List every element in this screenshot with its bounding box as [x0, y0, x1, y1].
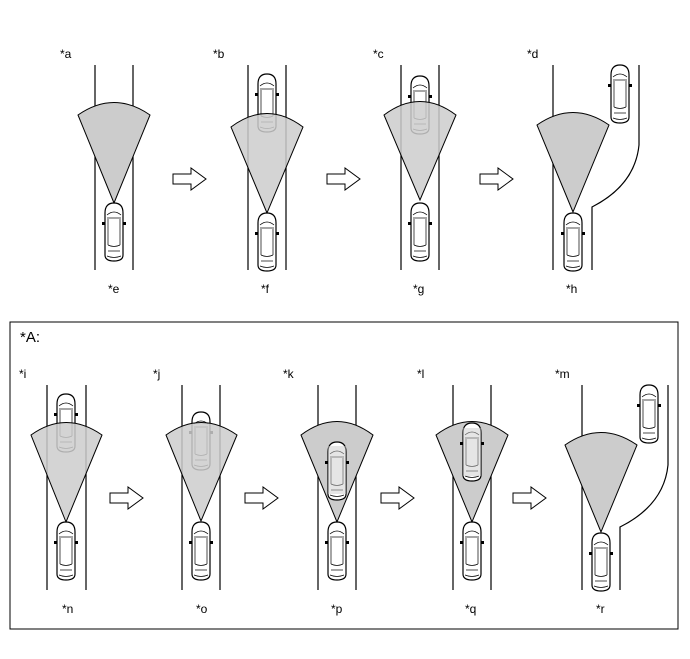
- arrow-right-icon: [244, 486, 279, 510]
- preceding-vehicle-icon: [607, 64, 633, 124]
- own-vehicle-icon: [407, 202, 433, 262]
- detection-sector: [77, 102, 151, 205]
- panel-label: *i: [19, 367, 27, 381]
- panel-caption: *h: [566, 282, 578, 296]
- own-vehicle-icon: [459, 521, 485, 581]
- panel-label: *m: [555, 367, 570, 381]
- detection-sector: [30, 422, 103, 524]
- own-vehicle-icon: [188, 521, 214, 581]
- panel-i: [30, 385, 103, 590]
- detection-sector: [564, 432, 638, 534]
- panel-a: [77, 65, 151, 270]
- panel-k: [300, 385, 374, 590]
- arrow-right-icon: [380, 486, 415, 510]
- panel-caption: *q: [465, 602, 477, 616]
- panel-l: [435, 385, 509, 590]
- box-title: *A:: [20, 329, 41, 346]
- panel-b: [230, 65, 304, 272]
- panel-label: *a: [60, 47, 72, 61]
- panel-label: *j: [153, 367, 161, 381]
- own-vehicle-icon: [101, 202, 127, 262]
- own-vehicle-icon: [588, 532, 614, 592]
- detection-sector: [383, 101, 457, 202]
- panel-label: *b: [213, 47, 225, 61]
- panel-caption: *r: [596, 602, 605, 616]
- detection-sector: [230, 113, 304, 215]
- panel-label: *l: [417, 367, 425, 381]
- arrow-right-icon: [109, 486, 144, 510]
- panel-label: *k: [283, 367, 294, 381]
- detection-sector: [536, 112, 610, 214]
- arrow-right-icon: [512, 486, 547, 510]
- own-vehicle-icon: [254, 212, 280, 272]
- own-vehicle-icon: [324, 521, 350, 581]
- panel-caption: *p: [331, 602, 343, 616]
- own-vehicle-icon: [53, 521, 79, 581]
- panel-d: [536, 64, 640, 272]
- arrow-right-icon: [172, 167, 207, 191]
- panel-caption: *o: [196, 602, 208, 616]
- panel-label: *d: [527, 47, 539, 61]
- arrow-right-icon: [479, 167, 514, 191]
- panel-j: [165, 385, 238, 590]
- preceding-vehicle-icon: [636, 384, 662, 444]
- mode-a-box: [9, 321, 679, 630]
- panel-label: *c: [373, 47, 384, 61]
- own-vehicle-icon: [560, 212, 586, 272]
- panel-m: [564, 384, 669, 592]
- panel-caption: *e: [108, 282, 120, 296]
- panel-c: [383, 65, 457, 270]
- panel-caption: *f: [261, 282, 270, 296]
- panel-caption: *g: [413, 282, 425, 296]
- arrow-right-icon: [326, 167, 361, 191]
- panel-caption: *n: [62, 602, 74, 616]
- detection-sector: [165, 422, 238, 523]
